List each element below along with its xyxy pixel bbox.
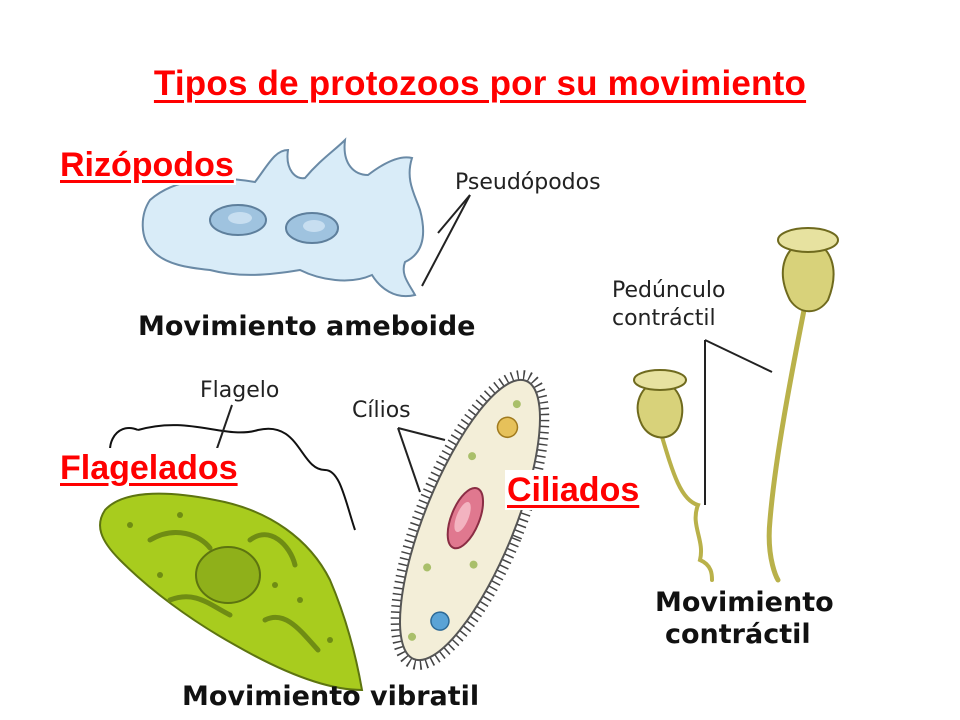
caption-ameboide: Movimiento ameboide (138, 311, 476, 342)
caption-contractil-line2: contráctil (665, 619, 811, 650)
label-cilios: Cílios (352, 398, 411, 423)
caption-vibratil: Movimiento vibratil (182, 681, 480, 712)
label-peduncle-line1: Pedúnculo (612, 278, 726, 303)
category-flagelados: Flagelados (58, 448, 240, 488)
label-peduncle-line2: contráctil (612, 306, 716, 331)
label-pseudopodos: Pseudópodos (455, 170, 601, 195)
euglena-illustration (99, 404, 364, 692)
label-flagelo: Flagelo (200, 378, 280, 403)
paramecium-illustration (390, 370, 550, 670)
vorticella-illustration (633, 227, 839, 583)
caption-contractil-line1: Movimiento (655, 587, 834, 618)
category-rizopodos: Rizópodos (58, 145, 236, 185)
category-ciliados: Ciliados (505, 470, 642, 510)
page-title: Tipos de protozoos por su movimiento (153, 64, 807, 103)
